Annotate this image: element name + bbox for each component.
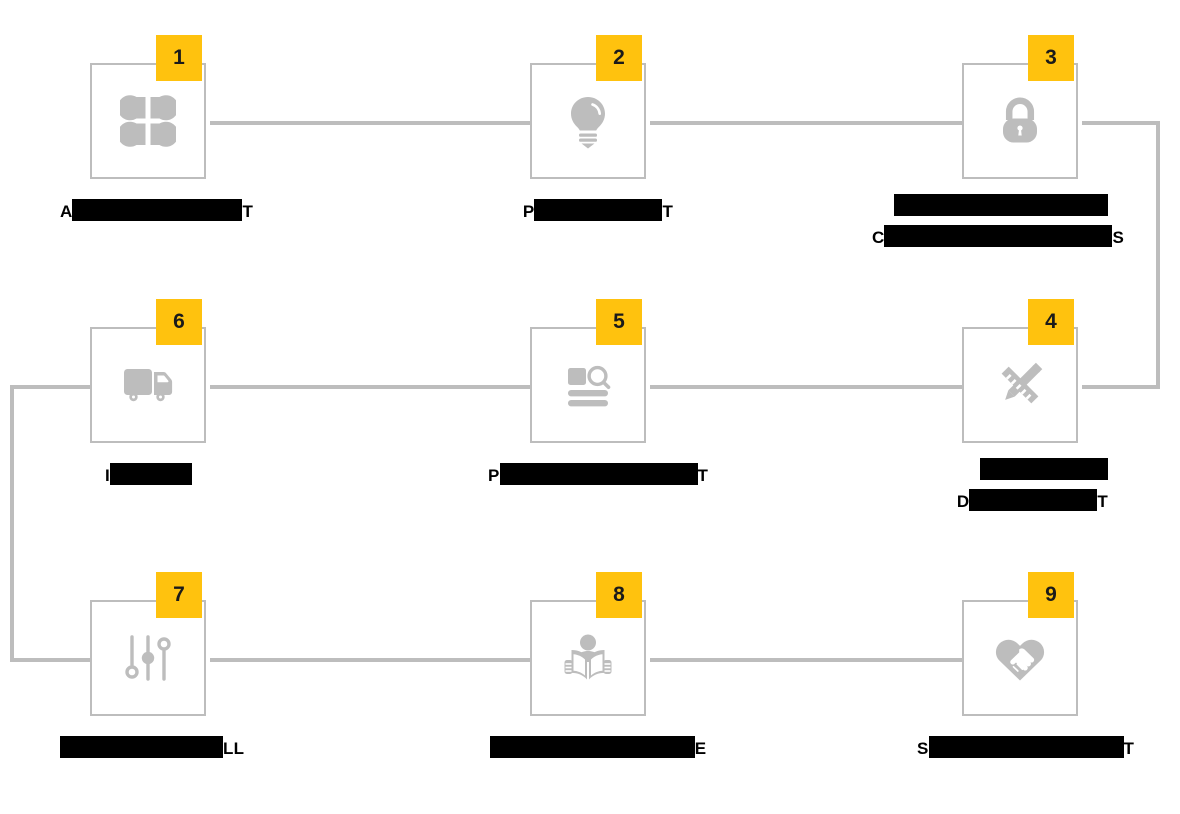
- node-9-label-prefix: S: [917, 739, 929, 758]
- connector-8-to-9: [650, 658, 962, 662]
- node-4-label-line-2-prefix: D: [956, 492, 970, 511]
- node-5-box: [530, 327, 646, 443]
- node-7-number-badge: 7: [156, 572, 202, 618]
- person-reading-book-icon: [530, 600, 646, 716]
- connector-3-to-4-top-segment: [1082, 121, 1160, 125]
- connector-2-to-3: [650, 121, 962, 125]
- node-5-number-badge: 5: [596, 299, 642, 345]
- padlock-icon: [962, 63, 1078, 179]
- pencil-ruler-icon: [962, 327, 1078, 443]
- node-2-label-suffix: T: [662, 202, 674, 221]
- node-6-label-prefix: I: [105, 466, 110, 485]
- node-4-label-line-1-redaction: [980, 458, 1108, 480]
- node-1-number-badge: 1: [156, 35, 202, 81]
- node-3-number-badge: 3: [1028, 35, 1074, 81]
- node-9-label-suffix: T: [1123, 739, 1135, 758]
- node-1-label-redaction: [72, 199, 243, 221]
- connector-5-to-6: [210, 385, 532, 389]
- node-6-label-redaction: [109, 463, 192, 485]
- connector-3-to-4-vertical-segment: [1156, 121, 1160, 385]
- node-2-label-prefix: P: [522, 202, 535, 221]
- node-8-label-line-1: E: [488, 732, 708, 763]
- node-6-label-line-1: I: [105, 459, 405, 490]
- node-8-label: E: [488, 732, 708, 763]
- node-5-label-suffix: T: [697, 466, 709, 485]
- node-7-label: LL: [60, 732, 360, 763]
- node-4-number-badge: 4: [1028, 299, 1074, 345]
- connector-6-to-7-top-segment: [10, 385, 90, 389]
- connector-7-to-8: [210, 658, 532, 662]
- node-4-label-line-1: [872, 454, 1108, 485]
- node-5-label-prefix: P: [488, 466, 500, 485]
- node-1-label-prefix: A: [60, 202, 73, 221]
- node-3-label-line-1: [872, 190, 1108, 221]
- connector-6-to-7-bottom-segment: [10, 658, 90, 662]
- connector-1-to-2: [210, 121, 532, 125]
- node-1-box: [90, 63, 206, 179]
- node-3-label-line-2-suffix: S: [1112, 228, 1125, 247]
- node-1-label-suffix: T: [242, 202, 254, 221]
- node-7-label-redaction: [60, 736, 223, 758]
- node-4-label-line-2-suffix: T: [1097, 492, 1108, 511]
- node-8-number-badge: 8: [596, 572, 642, 618]
- connector-6-to-7-vertical-segment: [10, 385, 14, 660]
- connector-3-to-4-bottom-segment: [1082, 385, 1160, 389]
- lightbulb-icon: [530, 63, 646, 179]
- node-2-number-badge: 2: [596, 35, 642, 81]
- node-3-label-line-2-redaction: [884, 225, 1113, 247]
- node-9-label-redaction: [928, 736, 1124, 758]
- node-7-label-line-1: LL: [60, 732, 360, 763]
- node-8-label-redaction: [489, 736, 695, 758]
- node-3-label-line-2-prefix: C: [872, 228, 885, 247]
- node-5-label-redaction: [499, 463, 698, 485]
- node-8-label-suffix: E: [694, 739, 707, 758]
- node-4-label-line-2-redaction: [969, 489, 1098, 511]
- document-search-icon: [530, 327, 646, 443]
- node-7-label-suffix: LL: [223, 739, 245, 758]
- sliders-icon: [90, 600, 206, 716]
- node-6-label: I: [105, 459, 405, 490]
- node-9-number-badge: 9: [1028, 572, 1074, 618]
- node-3-label-line-1-redaction: [894, 194, 1108, 216]
- node-2-label-redaction: [534, 199, 663, 221]
- connector-4-to-5: [650, 385, 962, 389]
- four-petal-clover-icon: [90, 63, 206, 179]
- node-6-number-badge: 6: [156, 299, 202, 345]
- delivery-truck-icon: [90, 327, 206, 443]
- handshake-heart-icon: [962, 600, 1078, 716]
